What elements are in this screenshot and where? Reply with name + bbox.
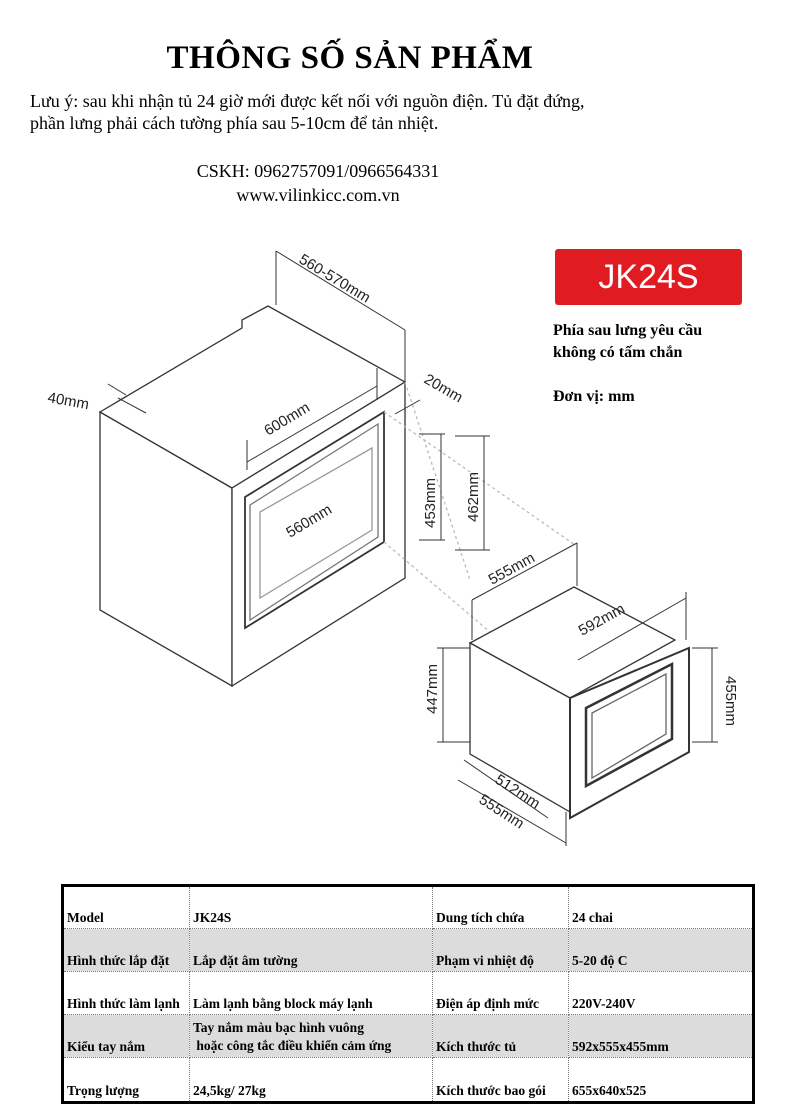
spec-value: 592x555x455mm xyxy=(568,1014,754,1058)
spec-value: Tay nắm màu bạc hình vuông hoặc công tắc… xyxy=(189,1014,433,1058)
spec-value: 24 chai xyxy=(568,885,754,929)
website: www.vilinkicc.com.vn xyxy=(236,185,400,205)
note-line-2: phần lưng phải cách tường phía sau 5-10c… xyxy=(30,113,439,133)
spec-label: Hình thức lắp đặt xyxy=(62,928,190,972)
spec-label: Kích thước tủ xyxy=(432,1014,569,1058)
unit-front-frame xyxy=(569,646,690,820)
spec-value: 5-20 độ C xyxy=(568,928,754,972)
spec-value: 220V-240V xyxy=(568,971,754,1015)
dimension-drawing: 560-570mm 40mm 600mm 20mm 453mm 462mm 56… xyxy=(46,250,739,846)
spec-label: Kiểu tay nắm xyxy=(62,1014,190,1058)
installation-note: Lưu ý: sau khi nhận tủ 24 giờ mới được k… xyxy=(30,90,584,134)
unit-note: Đơn vị: mm xyxy=(553,388,635,405)
spec-label: Dung tích chứa xyxy=(432,885,569,929)
spec-row: Trọng lượng 24,5kg/ 27kg Kích thước bao … xyxy=(62,1057,754,1103)
dim-opening-inner-height: 453mm xyxy=(422,478,439,528)
spec-row: Hình thức làm lạnh Làm lạnh bằng block m… xyxy=(62,971,754,1015)
spec-value: 24,5kg/ 27kg xyxy=(189,1057,433,1103)
niche-opening-inner xyxy=(249,422,379,622)
unit-glass-door xyxy=(584,661,674,789)
spec-label: Hình thức làm lạnh xyxy=(62,971,190,1015)
dim-unit-front-height: 455mm xyxy=(722,676,739,726)
spec-label: Điện áp định mức xyxy=(432,971,569,1015)
dim-panel: 40mm xyxy=(46,389,90,413)
spec-value: 655x640x525 xyxy=(568,1057,754,1103)
spec-value: JK24S xyxy=(189,885,433,929)
spec-row: Hình thức lắp đặt Lắp đặt âm tường Phạm … xyxy=(62,928,754,972)
dim-opening-outer-height: 462mm xyxy=(465,472,482,522)
note-line-1: Lưu ý: sau khi nhận tủ 24 giờ mới được k… xyxy=(30,91,585,111)
spec-value: Làm lạnh bằng block máy lạnh xyxy=(189,971,433,1015)
spec-label: Kích thước bao gói xyxy=(432,1057,569,1103)
cskh-phone: CSKH: 0962757091/0966564331 xyxy=(196,161,440,181)
model-badge: JK24S xyxy=(555,249,742,305)
rear-requirement-line-2: không có tấm chắn xyxy=(553,344,683,361)
spec-row: Kiểu tay nắm Tay nắm màu bạc hình vuông … xyxy=(62,1014,754,1058)
spec-row: Model JK24S Dung tích chứa 24 chai xyxy=(62,885,754,929)
dim-unit-body-height: 447mm xyxy=(424,664,441,714)
spec-value-line-2: hoặc công tắc điều khiển cảm ứng xyxy=(193,1038,392,1053)
unit-glass-inner xyxy=(591,672,667,780)
spec-label: Model xyxy=(62,885,190,929)
spec-table: Model JK24S Dung tích chứa 24 chai Hình … xyxy=(61,884,755,1104)
rear-requirement-line-1: Phía sau lưng yêu cầu xyxy=(553,322,703,339)
dim-cabinet-depth: 560-570mm xyxy=(296,251,373,307)
spec-label: Trọng lượng xyxy=(62,1057,190,1103)
niche-opening-depth xyxy=(259,446,373,600)
spec-value-line-1: Tay nắm màu bạc hình vuông xyxy=(193,1020,364,1035)
spec-label: Phạm vi nhiệt độ xyxy=(432,928,569,972)
page-title: THÔNG SỐ SẢN PHẨM xyxy=(166,40,534,76)
spec-value: Lắp đặt âm tường xyxy=(189,928,433,972)
dim-gap: 20mm xyxy=(421,371,466,407)
